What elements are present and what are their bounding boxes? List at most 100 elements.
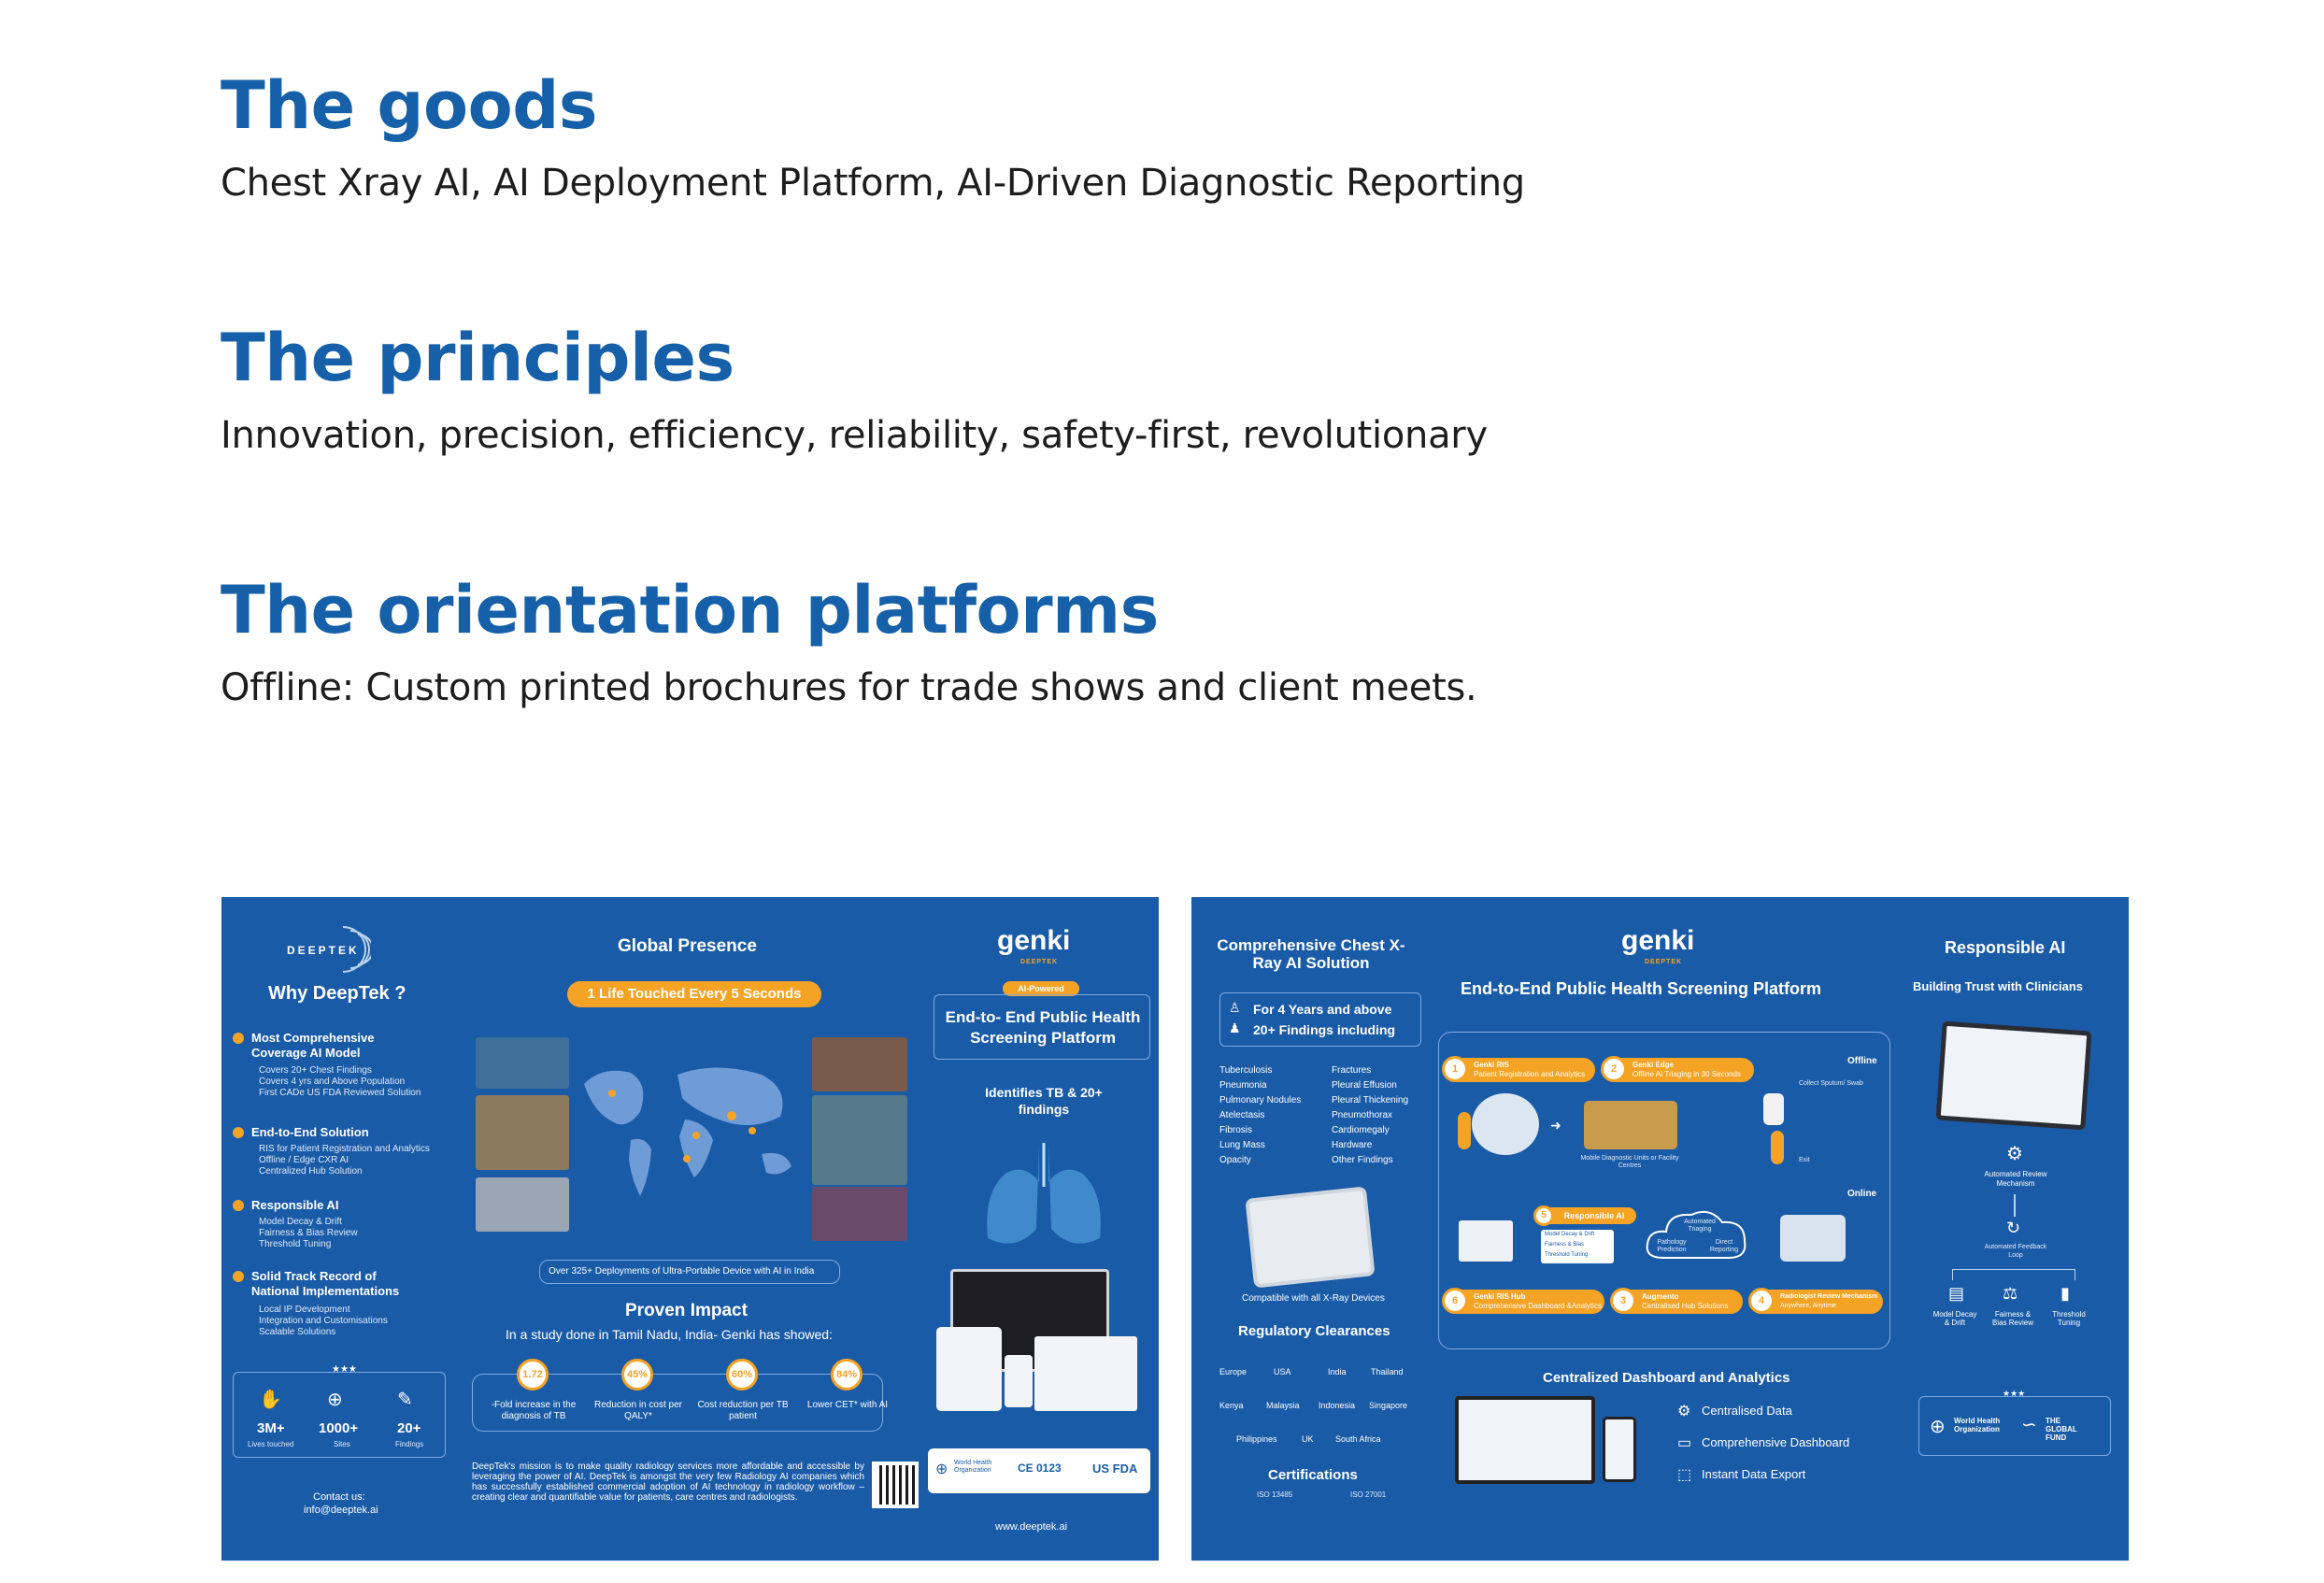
step-1: Genki RIS Patient Registration and Analy… — [1446, 1058, 1595, 1082]
step-4-sub: Anywhere, Anytime — [1780, 1303, 1836, 1309]
identifies-text: Identifies TB & 20+ findings — [985, 1085, 1103, 1117]
branch-line — [1952, 1269, 2075, 1280]
resp-title: Responsible AI — [1945, 938, 2066, 957]
iso-27001: ISO 27001 — [1350, 1490, 1387, 1499]
point-bullet-1-2: Covers 4 yrs and Above Population — [259, 1077, 406, 1087]
doctor-illustration — [1472, 1093, 1539, 1155]
stat-value-sites: 1000+ — [319, 1420, 359, 1436]
photo-1 — [476, 1037, 569, 1089]
finding-item: Other Findings — [1332, 1155, 1393, 1165]
stats-stars-icon: ★★★ — [332, 1364, 357, 1375]
monitor-analytics-icon — [1459, 1220, 1513, 1262]
bottom-icon-label-1: Model Decay & Drift — [1932, 1310, 1977, 1327]
dashboard-title: Centralized Dashboard and Analytics — [1543, 1370, 1790, 1386]
point-bullet-4-1: Local IP Development — [259, 1305, 350, 1315]
global-presence-title: Global Presence — [618, 936, 757, 956]
dashboard-monitor-icon — [1455, 1396, 1595, 1484]
bottom-icon-label-2: Fairness & Bias Review — [1991, 1310, 2033, 1327]
step-2-title: Genki Edge — [1633, 1061, 1675, 1069]
finding-item: Pleural Effusion — [1332, 1080, 1397, 1091]
life-touched-pill: 1 Life Touched Every 5 Seconds — [567, 981, 821, 1007]
point-title-1: Most Comprehensive Coverage AI Model — [251, 1031, 375, 1060]
model-decay-icon: ▤ — [1948, 1284, 1965, 1303]
body-orientation: Offline: Custom printed brochures for tr… — [221, 666, 1477, 709]
partners-stars-icon: ★★★ — [2003, 1389, 2026, 1398]
heading-orientation: The orientation platforms — [221, 572, 1159, 649]
step-2: Genki Edge Offline AI Triaging in 30 Sec… — [1604, 1058, 1754, 1082]
step-2-sub: Offline AI Triaging in 30 Seconds — [1633, 1070, 1741, 1078]
heading-goods: The goods — [221, 67, 597, 144]
impact-label-4: Lower CET* with AI — [806, 1400, 889, 1410]
workflow-box — [1438, 1032, 1890, 1349]
point-bullet-1-1: Covers 20+ Chest Findings — [259, 1065, 372, 1076]
country-philippines: Philippines — [1236, 1434, 1277, 1444]
photo-6 — [812, 1187, 907, 1241]
resp-item: Fairness & Bias — [1545, 1242, 1585, 1248]
resp-item: Threshold Tuning — [1545, 1252, 1589, 1258]
cloud-right-label: Direct Reporting — [1709, 1239, 1739, 1253]
dashboard-item-1: Centralised Data — [1702, 1404, 1792, 1418]
genki-logo-sub: DEEPTEK — [1645, 959, 1683, 965]
contact-label: Contact us: — [313, 1491, 365, 1503]
impact-label-3: Cost reduction per TB patient — [697, 1400, 789, 1421]
country-usa: USA — [1274, 1367, 1291, 1376]
country-malaysia: Malaysia — [1266, 1401, 1300, 1410]
online-label: Online — [1847, 1189, 1877, 1199]
who-text: World Health Organization — [1954, 1417, 2001, 1433]
exit-person-icon — [1771, 1131, 1784, 1164]
tablet-device-icon — [936, 1327, 1002, 1411]
partners-box — [1918, 1396, 2111, 1456]
lives-icon: ✋ — [259, 1390, 282, 1410]
finding-item: Pneumonia — [1219, 1080, 1267, 1091]
country-indonesia: Indonesia — [1319, 1401, 1356, 1410]
point-bullet-4-2: Integration and Customisations — [259, 1316, 388, 1326]
impact-label-1: -Fold increase in the diagnosis of TB — [491, 1400, 577, 1421]
point-bullet-2-1: RIS for Patient Registration and Analyti… — [259, 1144, 430, 1154]
who-text: World Health Organization — [954, 1460, 992, 1474]
step-5: Responsible AI — [1539, 1207, 1636, 1224]
child-icon: ♙ — [1229, 1000, 1241, 1015]
iso-13485: ISO 13485 — [1257, 1490, 1293, 1499]
deeptek-logo-icon — [342, 926, 371, 973]
global-fund-text: THE GLOBAL FUND — [2046, 1417, 2077, 1442]
finding-item: Pleural Thickening — [1332, 1095, 1409, 1105]
review-icon: ⚙ — [2006, 1144, 2023, 1164]
arrow-icon: ➜ — [1550, 1118, 1561, 1133]
mobile-units-text: Mobile Diagnostic Units or Facility Cent… — [1580, 1155, 1679, 1169]
body-goods: Chest Xray AI, AI Deployment Platform, A… — [221, 162, 1525, 205]
stat-value-lives: 3M+ — [257, 1420, 285, 1436]
lungs-icon — [987, 1143, 1101, 1244]
country-singapore: Singapore — [1369, 1401, 1408, 1410]
who-logo: ⊕ — [935, 1462, 948, 1477]
deployments-text: Over 325+ Deployments of Ultra-Portable … — [549, 1266, 815, 1276]
years-line: For 4 Years and above — [1253, 1002, 1392, 1017]
collect-text: Collect Sputum/ Swab — [1799, 1080, 1863, 1087]
body-principles: Innovation, precision, efficiency, relia… — [221, 414, 1488, 457]
genki-logo: genki — [997, 925, 1071, 956]
website-link[interactable]: www.deeptek.ai — [995, 1521, 1068, 1533]
point-bullet-3-3: Threshold Tuning — [259, 1239, 332, 1249]
data-icon: ⚙ — [1677, 1404, 1691, 1419]
step-3-title: Augmento — [1642, 1292, 1679, 1301]
cloud-icon — [1646, 1210, 1747, 1259]
impact-box — [472, 1374, 883, 1432]
country-south-africa: South Africa — [1335, 1434, 1381, 1444]
stat-value-findings: 20+ — [397, 1420, 421, 1436]
e2e-box — [934, 994, 1150, 1060]
years-box — [1219, 992, 1421, 1047]
deployments-box — [539, 1260, 840, 1284]
section-principles: The principles Innovation, precision, ef… — [221, 325, 1488, 454]
proven-impact-title: Proven Impact — [625, 1301, 748, 1320]
photo-3 — [476, 1177, 569, 1232]
compatible-text: Compatible with all X-Ray Devices — [1242, 1293, 1385, 1304]
who-logo: ⊕ — [1930, 1417, 1946, 1437]
world-map-icon — [584, 1067, 791, 1196]
point-title-3: Responsible AI — [251, 1198, 339, 1212]
dashboard-item-2: Comprehensive Dashboard — [1702, 1435, 1850, 1449]
section-goods: The goods Chest Xray AI, AI Deployment P… — [221, 73, 1525, 202]
resp-tablet-icon — [1935, 1020, 2092, 1131]
offline-label: Offline — [1847, 1056, 1877, 1066]
country-india: India — [1328, 1367, 1347, 1376]
point-bullet-2-3: Centralized Hub Solution — [259, 1166, 363, 1177]
step-6-sub: Comprehensive Dashboard &Analytics — [1474, 1302, 1602, 1310]
